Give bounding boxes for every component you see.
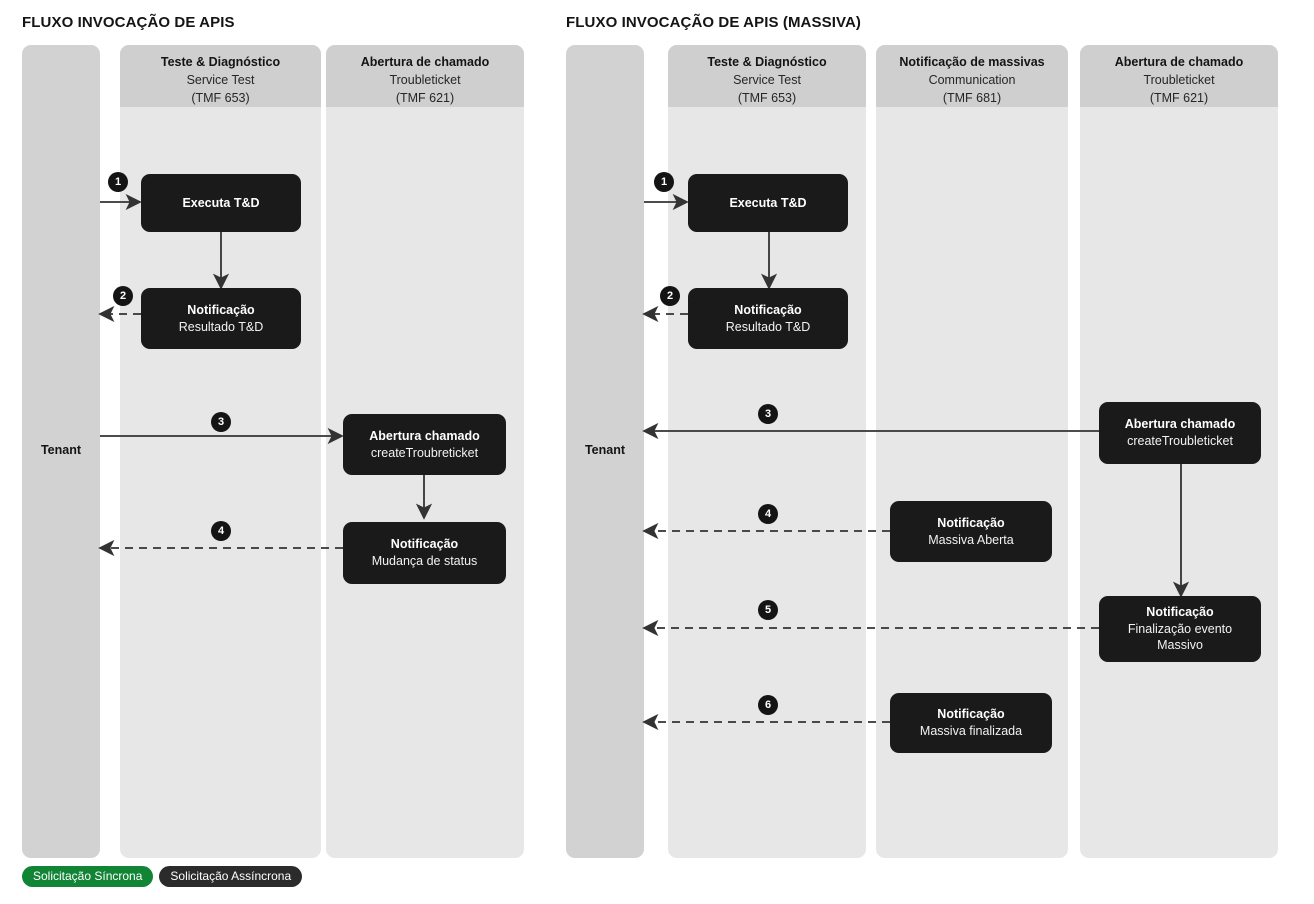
lane-subtitle: Troubleticket xyxy=(1143,72,1215,87)
flow-panel-right: FLUXO INVOCAÇÃO DE APIS (MASSIVA) Teste … xyxy=(556,0,1314,904)
node-title: Notificação xyxy=(1146,605,1214,620)
step-badge-2-right: 2 xyxy=(660,286,680,306)
node-title: Notificação xyxy=(390,537,459,552)
lane-subtitle: Service Test xyxy=(733,72,801,87)
node-subtitle: Resultado T&D xyxy=(178,319,264,334)
step-badge-3-right: 3 xyxy=(758,404,778,424)
legend-async-pill: Solicitação Assíncrona xyxy=(159,866,303,888)
lane-spec: (TMF 681) xyxy=(942,90,1002,105)
lane-subtitle: Communication xyxy=(928,72,1016,87)
step-badge-1-right: 1 xyxy=(654,172,674,192)
node-subtitle: Massiva Aberta xyxy=(928,532,1014,547)
node-title: Notificação xyxy=(937,707,1005,722)
lane-spec: (TMF 621) xyxy=(1149,90,1209,105)
lane-header-service-test-right: Teste & Diagnóstico Service Test (TMF 65… xyxy=(668,45,866,107)
page-title-right: FLUXO INVOCAÇÃO DE APIS (MASSIVA) xyxy=(566,14,861,31)
page-title-left: FLUXO INVOCAÇÃO DE APIS xyxy=(22,14,235,31)
node-notificacao-mudanca-status-left[interactable]: Notificação Mudança de status xyxy=(343,522,506,584)
lane-header-service-test-left: Teste & Diagnóstico Service Test (TMF 65… xyxy=(120,45,321,107)
node-subtitle: Finalização evento xyxy=(1127,621,1233,636)
step-badge-3-left: 3 xyxy=(211,412,231,432)
lane-title: Teste & Diagnóstico xyxy=(707,55,827,69)
step-badge-2-left: 2 xyxy=(113,286,133,306)
node-title: Executa T&D xyxy=(729,195,807,210)
node-subtitle: Resultado T&D xyxy=(725,319,811,334)
step-badge-6-right: 6 xyxy=(758,695,778,715)
node-executa-td-left[interactable]: Executa T&D xyxy=(141,174,301,232)
connector-layer-left xyxy=(98,193,433,557)
node-title: Notificação xyxy=(937,515,1005,530)
lane-title: Teste & Diagnóstico xyxy=(160,55,281,69)
tenant-label-right: Tenant xyxy=(584,443,626,457)
lane-spec: (TMF 653) xyxy=(737,90,797,105)
node-notificacao-resultado-td-right[interactable]: Notificação Resultado T&D xyxy=(688,288,848,349)
node-subtitle: Mudança de status xyxy=(371,554,478,568)
node-title: Notificação xyxy=(734,302,802,317)
node-title: Executa T&D xyxy=(182,195,260,210)
flow-panel-left: FLUXO INVOCAÇÃO DE APIS Teste & Diagnóst… xyxy=(0,0,556,904)
lane-spec: (TMF 653) xyxy=(191,90,250,105)
lane-subtitle: Service Test xyxy=(186,72,255,87)
node-abertura-chamado-left[interactable]: Abertura chamado createTroubreticket xyxy=(343,414,506,475)
node-abertura-chamado-right[interactable]: Abertura chamado createTroubleticket xyxy=(1099,402,1261,464)
connector-layer-right xyxy=(642,193,1190,731)
step-badge-4-left: 4 xyxy=(211,521,231,541)
step-badge-1-left: 1 xyxy=(108,172,128,192)
node-title: Abertura chamado xyxy=(1124,417,1236,432)
step-badge-5-right: 5 xyxy=(758,600,778,620)
lane-header-troubleticket-right: Abertura de chamado Troubleticket (TMF 6… xyxy=(1080,45,1278,107)
node-notificacao-resultado-td-left[interactable]: Notificação Resultado T&D xyxy=(141,288,301,349)
lane-tenant-left xyxy=(22,45,100,858)
lane-header-troubleticket-left: Abertura de chamado Troubleticket (TMF 6… xyxy=(326,45,524,107)
lane-tenant-right xyxy=(566,45,644,858)
lane-spec: (TMF 621) xyxy=(395,90,455,105)
node-executa-td-right[interactable]: Executa T&D xyxy=(688,174,848,232)
tenant-label-left: Tenant xyxy=(40,443,82,457)
legend: Solicitação Síncrona Solicitação Assíncr… xyxy=(22,866,303,888)
node-subtitle: Massiva finalizada xyxy=(919,724,1023,738)
node-notificacao-massiva-aberta-right[interactable]: Notificação Massiva Aberta xyxy=(890,501,1052,562)
node-title: Notificação xyxy=(187,302,255,317)
node-subtitle: createTroubreticket xyxy=(370,445,479,460)
node-subtitle-2: Massivo xyxy=(1157,638,1203,653)
step-badge-4-right: 4 xyxy=(758,504,778,524)
node-notificacao-finalizacao-evento-right[interactable]: Notificação Finalização evento Massivo xyxy=(1099,596,1261,662)
legend-sync-pill: Solicitação Síncrona xyxy=(22,866,154,888)
node-subtitle: createTroubleticket xyxy=(1127,434,1233,448)
node-notificacao-massiva-finalizada-right[interactable]: Notificação Massiva finalizada xyxy=(890,693,1052,753)
lane-title: Notificação de massivas xyxy=(899,55,1045,69)
lane-header-communication-right: Notificação de massivas Communication (T… xyxy=(876,45,1068,107)
lane-title: Abertura de chamado xyxy=(360,55,490,69)
node-title: Abertura chamado xyxy=(369,428,480,443)
lane-subtitle: Troubleticket xyxy=(389,72,461,87)
lane-title: Abertura de chamado xyxy=(1114,55,1244,69)
